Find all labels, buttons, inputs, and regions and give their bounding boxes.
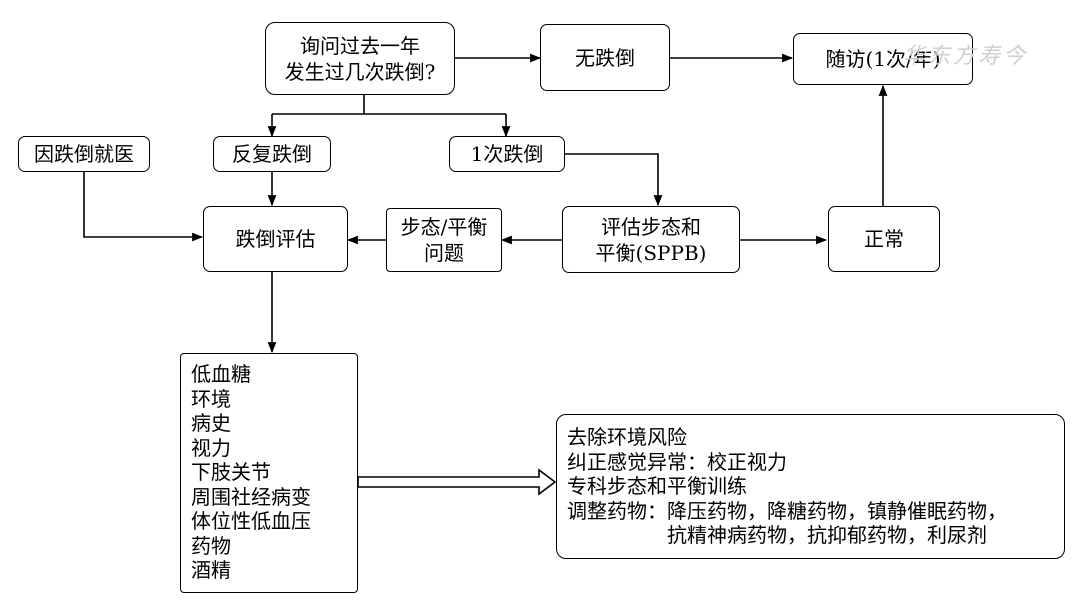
risk-factor-item: 药物 xyxy=(191,533,231,558)
repeat-fall-text: 反复跌倒 xyxy=(232,142,312,166)
risk-factor-item: 酒精 xyxy=(191,558,231,582)
risk-factor-item: 低血糖 xyxy=(191,362,251,386)
watermark-text: 华东方寿今 xyxy=(903,44,1029,69)
intervention-item: 去除环境风险 xyxy=(567,425,687,449)
fall-assessment-text: 跌倒评估 xyxy=(235,227,316,251)
risk-factor-item: 视力 xyxy=(191,435,231,460)
arrow-medical-to-assess xyxy=(83,172,204,242)
intervention-item: 调整药物：降压药物，降糖药物，镇静催眠药物， xyxy=(567,498,1007,523)
medical-visit-text: 因跌倒就医 xyxy=(34,142,134,166)
follow-up-text: 随访(1次/年) xyxy=(825,47,941,71)
risk-factor-item: 下肢关节 xyxy=(191,460,271,484)
no-fall-box: 无跌倒 xyxy=(540,24,670,91)
one-fall-box: 1次跌倒 xyxy=(449,136,565,172)
repeat-fall-box: 反复跌倒 xyxy=(213,136,331,172)
watermark-logo: 华东方寿今 xyxy=(903,38,1028,70)
interventions-box: 去除环境风险 纠正感觉异常：校正视力 专科步态和平衡训练 调整药物：降压药物，降… xyxy=(556,414,1065,559)
sppb-assessment-text: 评估步态和 平衡(SPPB) xyxy=(595,214,707,265)
intervention-list: 去除环境风险 纠正感觉异常：校正视力 专科步态和平衡训练 调整药物：降压药物，降… xyxy=(557,415,1007,548)
risk-factor-item: 环境 xyxy=(191,386,231,411)
normal-text: 正常 xyxy=(864,227,904,251)
risk-factor-item: 体位性低血压 xyxy=(191,509,311,533)
intervention-item: 抗精神病药物，抗抑郁药物，利尿剂 xyxy=(567,523,987,547)
ask-falls-box: 询问过去一年 发生过几次跌倒? xyxy=(265,22,455,95)
one-fall-text: 1次跌倒 xyxy=(470,142,544,166)
arrow-one-fall-to-sppb xyxy=(565,153,663,207)
normal-box: 正常 xyxy=(828,206,940,272)
follow-up-box: 随访(1次/年) xyxy=(793,33,973,85)
sppb-assessment-box: 评估步态和 平衡(SPPB) xyxy=(562,206,740,273)
intervention-item: 专科步态和平衡训练 xyxy=(567,474,747,498)
gait-balance-problem-text: 步态/平衡 问题 xyxy=(400,215,488,265)
risk-factor-item: 周围社经病变 xyxy=(191,484,311,509)
gait-balance-problem-box: 步态/平衡 问题 xyxy=(386,208,502,272)
medical-visit-box: 因跌倒就医 xyxy=(18,136,150,172)
ask-falls-text: 询问过去一年 发生过几次跌倒? xyxy=(284,33,436,84)
intervention-item: 纠正感觉异常：校正视力 xyxy=(567,449,787,474)
no-fall-text: 无跌倒 xyxy=(575,45,635,70)
fall-assessment-box: 跌倒评估 xyxy=(203,206,348,272)
risk-factor-item: 病史 xyxy=(191,411,231,435)
hollow-arrow-to-interventions xyxy=(357,468,557,496)
risk-factor-list: 低血糖 环境 病史 视力 下肢关节 周围社经病变 体位性低血压 药物 酒精 xyxy=(181,354,311,583)
risk-factor-list-box: 低血糖 环境 病史 视力 下肢关节 周围社经病变 体位性低血压 药物 酒精 xyxy=(180,353,358,593)
